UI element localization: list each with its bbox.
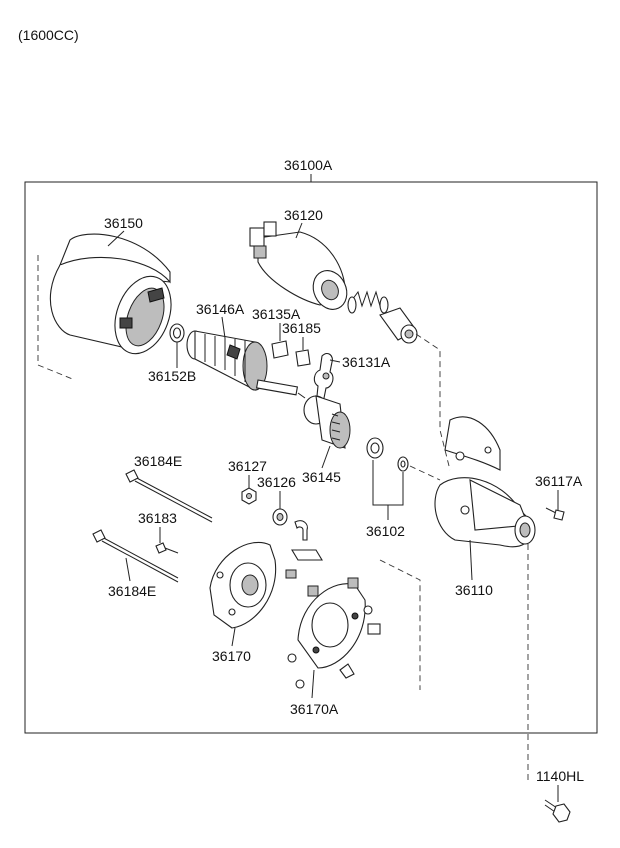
- housing-36110: [434, 416, 536, 548]
- through-bolt-upper: [125, 469, 213, 523]
- through-bolt-lower: [92, 529, 179, 583]
- yoke-part: [49, 233, 172, 355]
- label-36152B: 36152B: [148, 368, 196, 384]
- label-36117A: 36117A: [535, 473, 583, 489]
- label-36110: 36110: [455, 582, 493, 598]
- label-1140HL: 1140HL: [536, 768, 584, 784]
- label-36120: 36120: [284, 207, 323, 223]
- label-36150: 36150: [104, 215, 143, 231]
- solenoid-part: [249, 221, 348, 310]
- solenoid-plunger: [379, 307, 418, 344]
- terminal-clip: [285, 520, 323, 579]
- washer-36152B: [169, 323, 185, 343]
- label-36184E-lower: 36184E: [108, 583, 156, 599]
- solenoid-spring: [347, 290, 389, 314]
- nut-36127: [241, 487, 257, 505]
- label-36131A: 36131A: [342, 354, 391, 370]
- label-36170: 36170: [212, 648, 251, 664]
- brush-36185: [295, 349, 311, 367]
- bolt-36117A: [545, 507, 565, 521]
- pinion-36145: [303, 395, 351, 449]
- screw-36183: [155, 542, 179, 554]
- mount-bolt-1140HL: [544, 799, 571, 823]
- label-36102: 36102: [366, 523, 405, 539]
- label-36183: 36183: [138, 510, 177, 526]
- armature-part: [186, 330, 306, 399]
- label-36126: 36126: [257, 474, 296, 490]
- label-36135A: 36135A: [252, 306, 301, 322]
- label-36184E-upper: 36184E: [134, 453, 182, 469]
- brush-holder-36170A: [287, 577, 381, 689]
- rear-cover-36170: [209, 541, 277, 629]
- label-36145: 36145: [302, 469, 341, 485]
- label-36170A: 36170A: [290, 701, 339, 717]
- brush-plate-36135A: [271, 340, 289, 359]
- washer-set-36102: [366, 437, 409, 472]
- label-36100A: 36100A: [284, 157, 333, 173]
- nut-36126: [272, 508, 288, 526]
- label-36185: 36185: [282, 320, 321, 336]
- lever-36131A: [313, 353, 334, 409]
- engine-note: (1600CC): [18, 27, 79, 43]
- label-36146A: 36146A: [196, 301, 245, 317]
- label-36127: 36127: [228, 458, 267, 474]
